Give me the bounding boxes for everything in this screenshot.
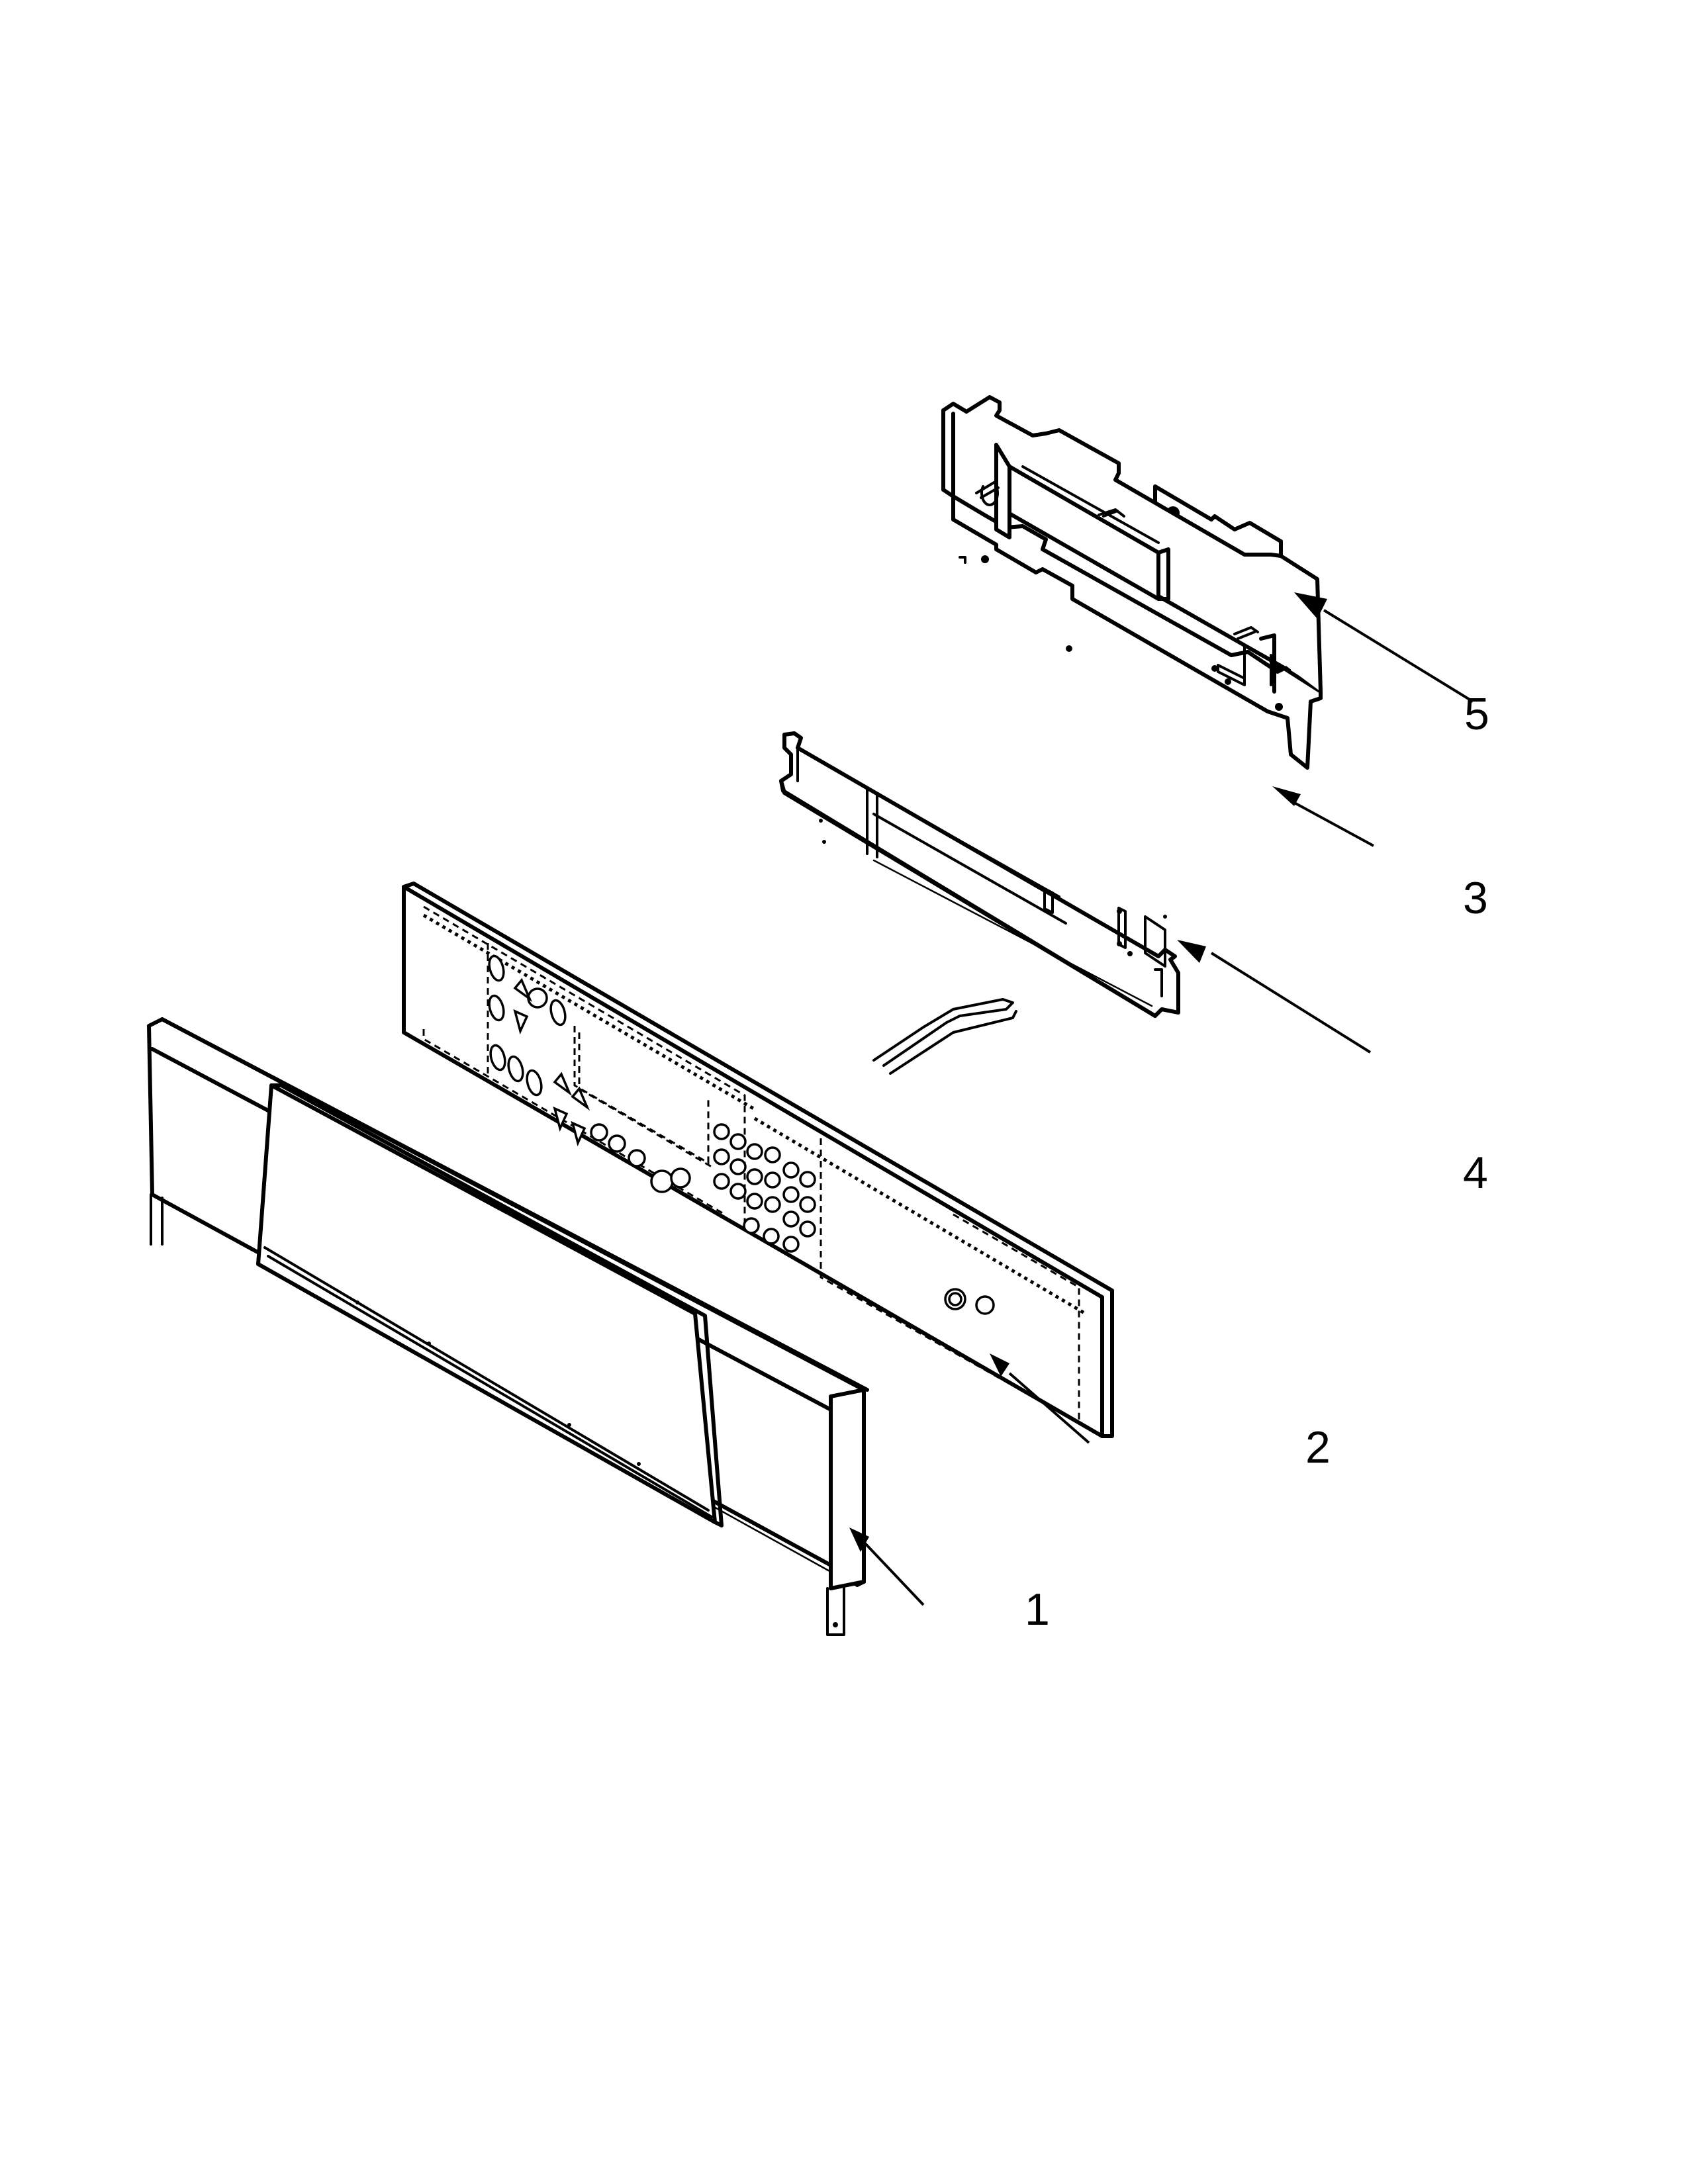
callout-leaders [849,592,1474,1606]
callout-2: 2 [1305,1422,1331,1473]
callout-1: 1 [1025,1584,1050,1635]
part-2-keypad-panel [402,882,1114,1438]
callout-labels: 5 3 4 2 1 [1025,689,1489,1635]
number-pad [713,1123,816,1253]
callout-3: 3 [1463,873,1488,923]
part-1-housing [147,1017,869,1636]
callout-4: 4 [1463,1148,1488,1198]
part-3-control-housing [941,395,1323,770]
callout-5: 5 [1464,689,1489,739]
part-4-bracket [779,731,1180,1075]
